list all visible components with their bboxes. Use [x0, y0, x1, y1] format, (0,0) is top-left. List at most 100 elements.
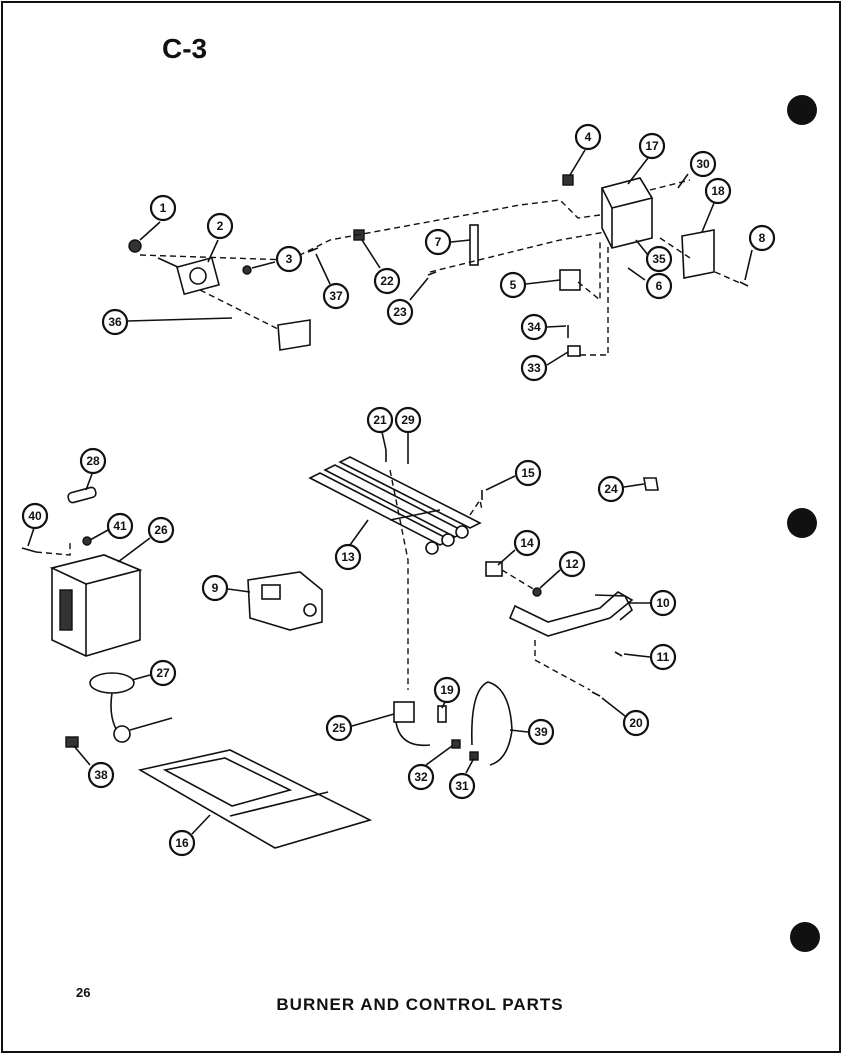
svg-text:19: 19 — [440, 683, 454, 697]
part-screw-11 — [614, 651, 623, 657]
callout-20: 20 — [622, 709, 650, 737]
part-fuse — [67, 486, 97, 504]
svg-text:13: 13 — [341, 550, 355, 564]
callout-2: 2 — [206, 212, 234, 240]
callout-10: 10 — [649, 589, 677, 617]
svg-text:29: 29 — [401, 413, 415, 427]
part-pilot-burner — [393, 701, 431, 747]
svg-text:14: 14 — [520, 536, 534, 550]
burner-assembly — [308, 450, 659, 697]
part-washer — [242, 265, 252, 275]
part-nut-41 — [82, 536, 92, 546]
part-knob — [128, 239, 142, 253]
part-spring — [307, 247, 319, 253]
punch-hole-middle — [787, 508, 817, 538]
callout-5: 5 — [499, 271, 527, 299]
part-box-cover — [681, 229, 715, 279]
svg-text:40: 40 — [28, 509, 42, 523]
callout-27: 27 — [149, 659, 177, 687]
svg-text:7: 7 — [435, 235, 442, 249]
part-cover-plate — [277, 319, 311, 351]
part-pilot-tube — [471, 681, 513, 766]
page-title: BURNER AND CONTROL PARTS — [276, 995, 563, 1014]
svg-text:28: 28 — [86, 454, 100, 468]
callout-14: 14 — [513, 529, 541, 557]
svg-text:5: 5 — [510, 278, 517, 292]
part-manifold — [508, 591, 634, 637]
svg-text:4: 4 — [585, 130, 592, 144]
svg-text:34: 34 — [527, 320, 541, 334]
svg-text:15: 15 — [521, 466, 535, 480]
part-nut-31 — [469, 751, 479, 761]
callout-39: 39 — [527, 718, 555, 746]
svg-text:39: 39 — [534, 725, 548, 739]
svg-text:20: 20 — [629, 716, 643, 730]
callout-12: 12 — [558, 550, 586, 578]
svg-text:22: 22 — [380, 274, 394, 288]
part-nut-12 — [532, 587, 542, 597]
svg-text:35: 35 — [652, 252, 666, 266]
svg-text:10: 10 — [656, 596, 670, 610]
part-nut-4 — [562, 174, 574, 186]
svg-text:8: 8 — [759, 231, 766, 245]
callout-7: 7 — [424, 228, 452, 256]
callout-33: 33 — [520, 354, 548, 382]
callout-23: 23 — [386, 298, 414, 326]
callout-24: 24 — [597, 475, 625, 503]
part-clip-39 — [65, 736, 79, 748]
callout-28: 28 — [79, 447, 107, 475]
svg-text:9: 9 — [212, 581, 219, 595]
page-code: C-3 — [162, 33, 207, 64]
top-control-assembly — [128, 174, 749, 357]
part-nut-32 — [451, 739, 461, 749]
part-base-plate — [137, 749, 373, 849]
callout-13: 13 — [334, 543, 362, 571]
callout-16: 16 — [168, 829, 196, 857]
part-orifice — [485, 561, 503, 577]
callout-40: 40 — [21, 502, 49, 530]
svg-text:16: 16 — [175, 836, 189, 850]
callout-4: 4 — [574, 123, 602, 151]
part-relay — [247, 571, 323, 631]
callout-41: 41 — [106, 512, 134, 540]
page-number: 26 — [76, 985, 90, 1000]
part-plug — [643, 477, 659, 491]
callout-31: 31 — [448, 772, 476, 800]
part-screw-20 — [591, 691, 601, 697]
callout-8: 8 — [748, 224, 776, 252]
svg-text:38: 38 — [94, 768, 108, 782]
svg-text:33: 33 — [527, 361, 541, 375]
pilot-assembly — [393, 681, 513, 766]
svg-text:27: 27 — [156, 666, 170, 680]
part-thermostat — [89, 672, 173, 743]
svg-text:18: 18 — [711, 184, 725, 198]
callout-26: 26 — [147, 516, 175, 544]
part-fitting-19 — [437, 705, 447, 723]
svg-text:23: 23 — [393, 305, 407, 319]
svg-text:21: 21 — [373, 413, 387, 427]
callout-6: 6 — [645, 272, 673, 300]
svg-text:24: 24 — [604, 482, 618, 496]
callout-34: 34 — [520, 313, 548, 341]
svg-text:17: 17 — [645, 139, 659, 153]
callout-11: 11 — [649, 643, 677, 671]
callout-9: 9 — [201, 574, 229, 602]
callout-22: 22 — [373, 267, 401, 295]
punch-hole-bottom — [790, 922, 820, 952]
callout-3: 3 — [275, 245, 303, 273]
callout-29: 29 — [394, 406, 422, 434]
svg-text:3: 3 — [286, 252, 293, 266]
part-gas-valve — [157, 256, 220, 296]
svg-text:26: 26 — [154, 523, 168, 537]
left-control-group — [21, 486, 373, 849]
svg-text:36: 36 — [108, 315, 122, 329]
callout-1: 1 — [149, 194, 177, 222]
part-burner-tubes — [308, 456, 482, 555]
svg-text:6: 6 — [656, 279, 663, 293]
callout-18: 18 — [704, 177, 732, 205]
svg-text:31: 31 — [455, 779, 469, 793]
part-screw — [427, 271, 437, 276]
callout-32: 32 — [407, 763, 435, 791]
callout-25: 25 — [325, 714, 353, 742]
